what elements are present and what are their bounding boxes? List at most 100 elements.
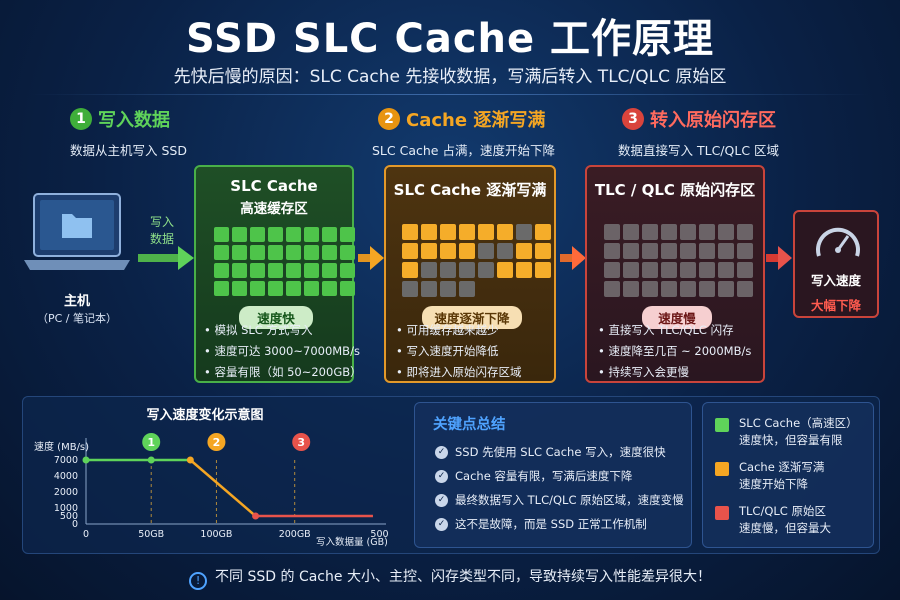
memory-cell [250, 281, 265, 296]
arrow-label: 写入数据 [149, 215, 174, 246]
memory-cell [642, 243, 658, 259]
memory-cell [286, 245, 301, 260]
memory-cell [250, 263, 265, 278]
memory-cell [459, 262, 475, 278]
chart-ylabel: 速度 (MB/s) [34, 440, 89, 453]
chart-xtick-label: 200GB [279, 529, 311, 540]
memory-cell [304, 245, 319, 260]
memory-cell [699, 224, 715, 240]
chart-xtick-label: 0 [83, 529, 89, 540]
memory-cell [322, 263, 337, 278]
memory-cell [737, 224, 753, 240]
memory-cell [661, 224, 677, 240]
chart-step-marker-label: 2 [213, 436, 221, 449]
memory-cell [497, 224, 513, 240]
page-subtitle: 先快后慢的原因：SLC Cache 先接收数据，写满后转入 TLC/QLC 原始… [173, 67, 727, 87]
memory-cell [421, 281, 437, 297]
memory-cell [268, 281, 283, 296]
memory-cell [440, 243, 456, 259]
memory-cell [268, 227, 283, 242]
memory-cell [516, 224, 532, 240]
legend-box: SLC Cache（高速区）速度快，但容量有限 Cache 逐渐写满速度开始下降… [702, 402, 874, 548]
card-1-title: SLC Cache [230, 177, 318, 195]
bullet: • 速度可达 3000~7000MB/s [204, 344, 360, 358]
memory-cell [402, 243, 418, 259]
memory-cell [516, 243, 532, 259]
page-title: SSD SLC Cache 工作原理 [185, 16, 715, 62]
tlc-qlc-card: TLC / QLC 原始闪存区 速度慢 [585, 165, 765, 383]
chart-step-marker [142, 433, 161, 451]
speed-fast-badge: 速度快 [239, 306, 313, 329]
footer-note: !不同 SSD 的 Cache 大小、主控、闪存类型不同，导致持续写入性能差异很… [0, 566, 900, 590]
memory-cell [661, 243, 677, 259]
memory-cell [604, 281, 620, 297]
memory-cell [680, 243, 696, 259]
arrow-1-to-2 [358, 246, 384, 270]
cache-filling-card: SLC Cache 逐渐写满 速度逐渐下降 [384, 165, 556, 383]
memory-cell [232, 227, 247, 242]
memory-cell [214, 263, 229, 278]
memory-cell [642, 262, 658, 278]
memory-cell [680, 262, 696, 278]
memory-cell [322, 281, 337, 296]
card-3-bullets: • 直接写入 TLC/QLC 闪存 • 速度降至几百 ~ 2000MB/s • … [598, 320, 751, 383]
chart-xtick-label: 500 [370, 529, 388, 540]
memory-cell [440, 281, 456, 297]
memory-cell [623, 262, 639, 278]
memory-cell [304, 227, 319, 242]
memory-cell [478, 262, 494, 278]
memory-cell [304, 281, 319, 296]
bullet: • 模拟 SLC 方式写入 [204, 323, 313, 337]
cache-cell-grid [402, 224, 554, 297]
key-point: ✓SSD 先使用 SLC Cache 写入，速度很快 [435, 440, 691, 464]
lightbulb-icon: ! [189, 572, 208, 590]
step-2-number: 2 [378, 108, 400, 130]
bullet: • 即将进入原始闪存区域 [396, 365, 522, 379]
memory-cell [478, 224, 494, 240]
bullet: • 可用缓存越来越少 [396, 323, 499, 337]
laptop-icon [22, 190, 132, 280]
bullet: • 速度降至几百 ~ 2000MB/s [598, 344, 752, 358]
card-1-subtitle: 高速缓存区 [240, 201, 308, 217]
chart-point [82, 456, 90, 464]
memory-cell [718, 262, 734, 278]
key-points-box: 关键点总结 ✓SSD 先使用 SLC Cache 写入，速度很快 ✓Cache … [414, 402, 692, 548]
step-1-desc: 数据从主机写入 SSD [70, 143, 187, 158]
legend-swatch [715, 506, 729, 520]
memory-cell [516, 262, 532, 278]
legend-swatch [715, 418, 729, 432]
key-point: ✓Cache 容量有限，写满后速度下降 [435, 464, 691, 488]
memory-cell [623, 243, 639, 259]
memory-cell [322, 227, 337, 242]
memory-cell [250, 245, 265, 260]
result-label: 写入速度 [810, 273, 861, 288]
memory-cell [535, 262, 551, 278]
chart-xlabel: 写入数据量 (GB) [316, 536, 388, 548]
memory-cell [402, 262, 418, 278]
slc-cache-card: SLC Cache 高速缓存区 速度快 [194, 165, 355, 383]
memory-cell [535, 224, 551, 240]
memory-cell [214, 227, 229, 242]
bullet: • 直接写入 TLC/QLC 闪存 [598, 323, 734, 337]
memory-cell [304, 263, 319, 278]
card-2-title: SLC Cache 逐渐写满 [393, 181, 547, 199]
step-1-title: 写入数据 [98, 110, 170, 131]
step-3-desc: 数据直接写入 TLC/QLC 区域 [618, 143, 780, 158]
arrow-host-to-slc [138, 246, 194, 270]
speed-decreasing-badge: 速度逐渐下降 [422, 306, 522, 329]
memory-cell [232, 281, 247, 296]
memory-cell [250, 227, 265, 242]
memory-cell [421, 262, 437, 278]
arrow-3-to-result [766, 246, 792, 270]
key-points-title: 关键点总结 [433, 417, 506, 433]
check-icon: ✓ [435, 517, 448, 531]
memory-cell [421, 243, 437, 259]
memory-cell [535, 243, 551, 259]
memory-cell [459, 224, 475, 240]
memory-cell [322, 245, 337, 260]
memory-cell [286, 281, 301, 296]
speed-slow-badge: 速度慢 [642, 306, 712, 329]
